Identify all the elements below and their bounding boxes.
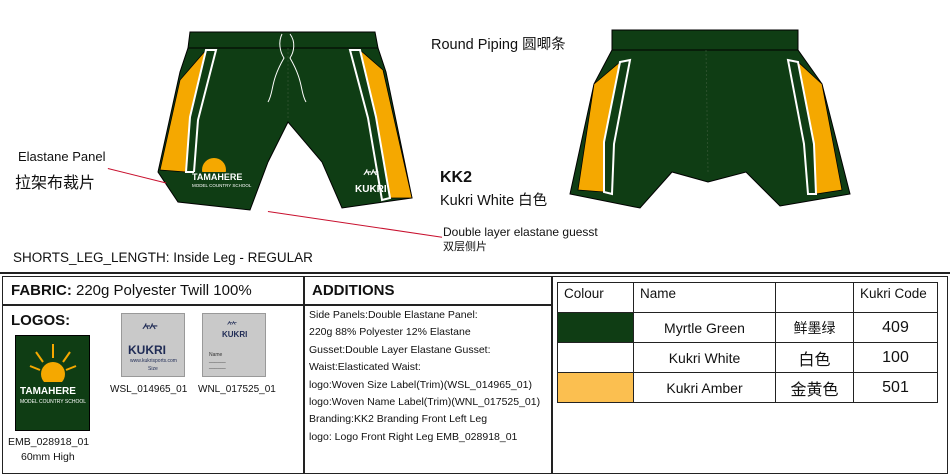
front-shorts-illustration: [157, 31, 413, 211]
section-divider: [0, 272, 950, 274]
kukri-mark-icon: ⺮: [142, 324, 159, 341]
colour-swatch: [557, 312, 634, 343]
fabric-divider: [2, 304, 304, 306]
fabric-label: FABRIC:: [11, 282, 72, 299]
round-piping-label: Round Piping 圆唧条: [431, 37, 566, 53]
woven-name-label: ⺮ KUKRI Name ______ ______: [202, 313, 266, 377]
kukri-mark-icon: ⺮: [363, 170, 380, 187]
wnl-line: ______: [209, 358, 226, 364]
emblem-size: 60mm High: [21, 451, 75, 463]
school-logo-on-shorts: [194, 158, 236, 190]
colour-row: Myrtle Green 鲜墨绿 409: [557, 312, 938, 343]
additions-line: 220g 88% Polyester 12% Elastane: [309, 326, 471, 339]
garment-colour-name: Kukri White 白色: [440, 193, 548, 209]
colour-code: 501: [853, 372, 938, 403]
leg-length-spec: SHORTS_LEG_LENGTH: Inside Leg - REGULAR: [13, 250, 313, 265]
colour-name: Kukri White: [633, 342, 776, 373]
additions-line: logo: Logo Front Right Leg EMB_028918_01: [309, 430, 518, 443]
additions-list: Side Panels:Double Elastane Panel: 220g …: [309, 307, 549, 446]
additions-line: Waist:Elasticated Waist:: [309, 361, 421, 374]
kukri-mark-icon: ⺮: [227, 322, 237, 333]
additions-line: Side Panels:Double Elastane Panel:: [309, 309, 478, 321]
additions-line: logo:Woven Name Label(Trim)(WNL_017525_0…: [309, 396, 541, 409]
colour-swatch: [557, 372, 634, 403]
product-code: KK2: [440, 169, 473, 186]
gusset-label-cn: 双层侧片: [443, 241, 487, 253]
wnl-code: WNL_017525_01: [198, 384, 276, 395]
school-logo-text: TAMAHERE: [192, 172, 243, 182]
colour-name-cn: 金黄色: [775, 372, 854, 403]
colour-table: Colour Name Kukri Code Myrtle Green 鲜墨绿 …: [557, 282, 938, 403]
colour-code: 409: [853, 312, 938, 343]
additions-line: Branding:KK2 Branding Front Left Leg: [309, 413, 488, 426]
colour-panel: [552, 276, 948, 474]
school-logo-subtext: MODEL COUNTRY SCHOOL: [192, 183, 252, 188]
emblem-name: TAMAHERE: [20, 386, 76, 397]
colour-header: Colour: [557, 282, 634, 313]
wnl-phone: ______: [209, 364, 226, 370]
emblem-code: EMB_028918_01: [8, 436, 90, 448]
additions-panel: [304, 276, 552, 474]
additions-line: Gusset:Double Layer Elastane Gusset:: [309, 343, 491, 356]
colour-name: Myrtle Green: [633, 312, 776, 343]
wnl-name: Name: [209, 352, 223, 358]
logos-label: LOGOS:: [11, 312, 71, 329]
colour-table-header: Colour Name Kukri Code: [557, 282, 938, 313]
colour-name-cn: 白色: [775, 342, 854, 373]
wsl-brand: KUKRI: [128, 343, 166, 357]
woven-size-label: ⺮ KUKRI www.kukrisports.com Size: [121, 313, 185, 377]
gusset-leader-line: [267, 211, 443, 238]
additions-divider: [304, 304, 552, 306]
name-header: Name: [633, 282, 776, 313]
kukri-brand-on-shorts: KUKRI: [355, 184, 387, 195]
wsl-code: WSL_014965_01: [110, 384, 188, 395]
wsl-url: www.kukrisports.com: [130, 358, 177, 364]
colour-name: Kukri Amber: [633, 372, 776, 403]
emblem-logo: TAMAHERE MODEL COUNTRY SCHOOL: [15, 335, 90, 431]
colour-row: Kukri Amber 金黄色 501: [557, 372, 938, 403]
wsl-size: Size: [148, 366, 158, 372]
fabric-row: FABRIC: 220g Polyester Twill 100%: [11, 282, 252, 299]
elastane-panel-label: Elastane Panel: [18, 149, 106, 164]
gusset-label: Double layer elastane guesst: [443, 225, 598, 239]
colour-row: Kukri White 白色 100: [557, 342, 938, 373]
colour-code: 100: [853, 342, 938, 373]
blank-header: [775, 282, 854, 313]
emblem-subtext: MODEL COUNTRY SCHOOL: [20, 399, 87, 405]
colour-name-cn: 鲜墨绿: [775, 312, 854, 343]
wnl-brand: KUKRI: [222, 330, 248, 339]
garment-drawing-area: TAMAHERE MODEL COUNTRY SCHOOL ⺮ KUKRI Ro…: [13, 29, 851, 265]
fabric-value: 220g Polyester Twill 100%: [76, 282, 252, 299]
elastane-panel-label-cn: 拉架布裁片: [15, 173, 96, 192]
additions-line: logo:Woven Size Label(Trim)(WSL_014965_0…: [309, 378, 532, 391]
fabric-logos-panel: [2, 276, 304, 474]
sun-icon: [29, 344, 77, 382]
code-header: Kukri Code: [853, 282, 938, 313]
additions-label: ADDITIONS: [312, 282, 395, 299]
back-shorts-illustration: [569, 29, 851, 209]
colour-swatch: [557, 342, 634, 373]
